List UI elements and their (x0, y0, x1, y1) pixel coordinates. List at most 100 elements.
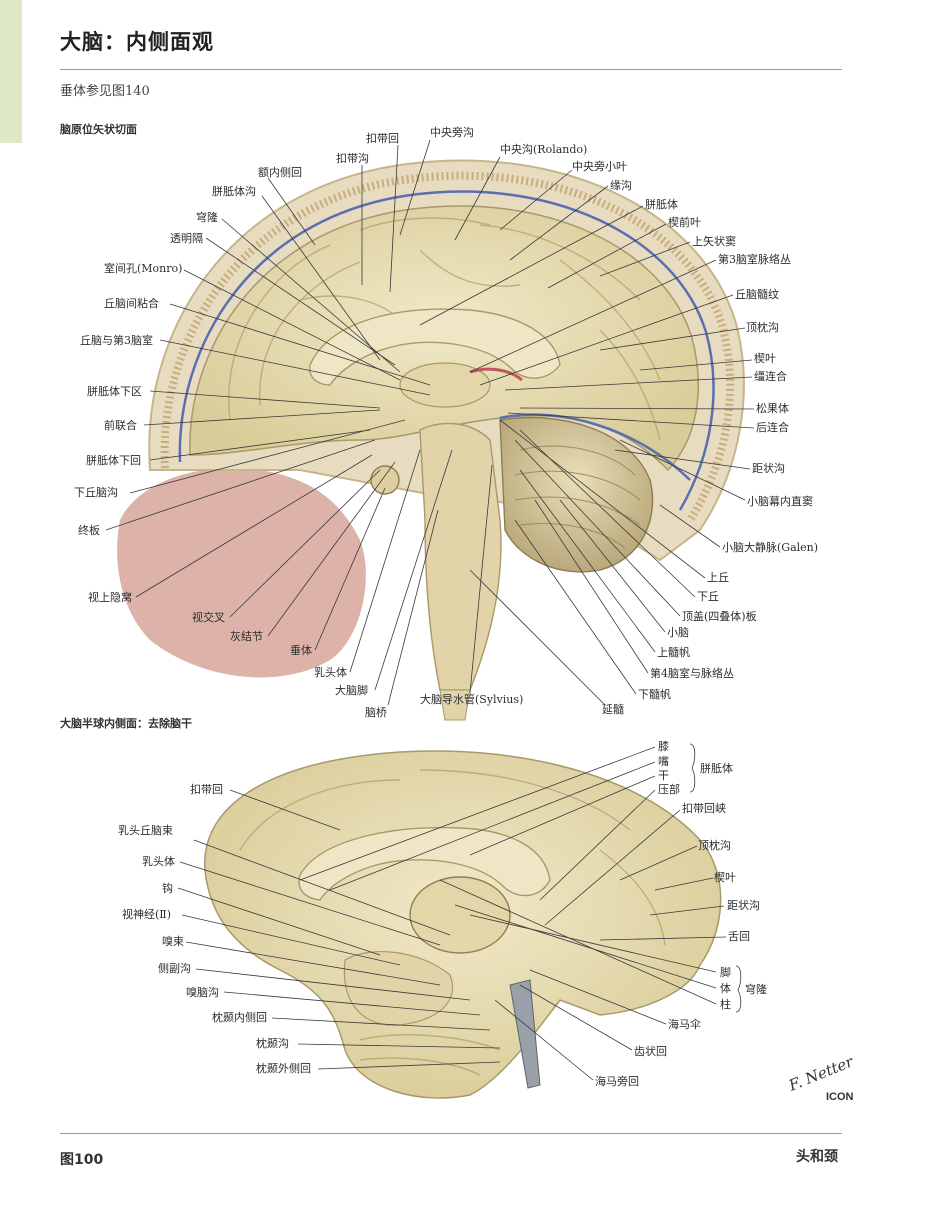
label-column: 柱 (720, 997, 731, 1011)
accent-bar (0, 0, 22, 143)
bottom-labels-fornix: 脚 体 柱 穹隆 (720, 965, 767, 1011)
icon-logo: ICON (826, 1091, 854, 1103)
label-cerebellum: 小脑 (667, 626, 689, 639)
bottom-leader-lines (177, 746, 727, 1081)
label-cerebral-aqueduct: 大脑导水管(Sylvius) (420, 692, 523, 706)
label-b-calcarine-sulcus: 距状沟 (727, 898, 760, 912)
label-b-cingulate-gyrus: 扣带回 (190, 782, 223, 796)
thalamus (399, 362, 491, 408)
top-labels-left: 额内侧回 胼胝体沟 穹隆 透明隔 室间孔(Monro) 丘脑间粘合 丘脑与第3脑… (74, 165, 624, 719)
label-marginal-sulcus: 缘沟 (610, 179, 632, 192)
label-tectal-plate: 顶盖(四叠体)板 (682, 609, 757, 623)
label-cuneus: 楔叶 (754, 352, 776, 365)
probe (509, 979, 541, 1089)
section-name: 头和颈 (796, 1149, 838, 1165)
label-anterior-commissure: 前联合 (104, 418, 137, 432)
label-fornix: 穹隆 (196, 210, 218, 224)
gyri-pattern (228, 217, 661, 441)
page-title: 大脑：内侧面观 (60, 30, 214, 54)
label-mammillothalamic-tract: 乳头丘脑束 (118, 824, 173, 837)
corpus-callosum-bracket (689, 743, 696, 793)
label-optic-nerve: 视神经(Ⅱ) (122, 907, 171, 921)
corpus-callosum (309, 308, 561, 386)
top-sagittal-section (117, 159, 745, 721)
label-supraoptic-recess: 视上隐窝 (88, 590, 132, 604)
svg-text:F. Netter: F. Netter (785, 1052, 856, 1095)
label-callosal-sulcus: 胼胝体沟 (212, 184, 256, 198)
footer-rule (60, 1133, 842, 1134)
label-trunk: 干 (658, 769, 669, 782)
label-great-cerebral-vein: 小脑大静脉(Galen) (722, 540, 818, 554)
label-cerebral-peduncle: 大脑脚 (335, 683, 368, 697)
label-pons: 脑桥 (365, 706, 387, 719)
label-lingual-gyrus: 舌回 (728, 930, 750, 943)
label-splenium: 压部 (658, 782, 680, 796)
label-central-sulcus: 中央沟(Rolando) (500, 143, 587, 156)
label-b-mammillary-body: 乳头体 (142, 854, 175, 868)
label-olfactory-tract: 嗅束 (162, 934, 184, 948)
brainstem (419, 422, 502, 691)
label-occipitotemporal-sulcus: 枕颞沟 (256, 1036, 289, 1050)
label-optic-chiasm: 视交叉 (192, 610, 225, 624)
label-b-cuneus: 楔叶 (714, 871, 736, 884)
label-septum-pellucidum: 透明隔 (170, 232, 203, 245)
label-mammillary-body: 乳头体 (314, 665, 347, 679)
cerebellum-folia (514, 445, 641, 549)
label-superior-sagittal-sinus: 上矢状窦 (692, 234, 736, 248)
label-calcarine-sulcus: 距状沟 (752, 461, 785, 475)
top-labels-top: 扣带沟 扣带回 中央旁沟 中央沟(Rolando) 中央旁小叶 缘沟 (336, 125, 632, 192)
label-genu: 膝 (658, 740, 669, 753)
label-collateral-sulcus: 侧副沟 (158, 962, 191, 975)
label-habenular-commissure: 缰连合 (754, 369, 787, 383)
pituitary (370, 465, 400, 495)
bottom-corpus-callosum (298, 826, 551, 901)
label-inferior-colliculus: 下丘 (697, 590, 719, 603)
face-soft-tissue (117, 468, 366, 678)
title-rule (60, 69, 842, 70)
subtitle: 垂体参见图140 (60, 84, 150, 99)
label-rostrum: 嘴 (658, 755, 669, 768)
label-interventricular-foramen: 室间孔(Monro) (104, 261, 182, 275)
label-fimbria: 海马伞 (668, 1017, 701, 1031)
diencephalon-cut (409, 876, 511, 954)
top-labels-right: 胼胝体 楔前叶 上矢状窦 第3脑室脉络丛 丘脑髓纹 顶枕沟 楔叶 缰连合 松果体… (638, 197, 818, 701)
label-cingulate-gyrus: 扣带回 (366, 131, 399, 145)
bottom-labels-right: 扣带回峡 顶枕沟 楔叶 距状沟 舌回 海马伞 齿状回 海马旁回 (595, 801, 760, 1088)
top-figure-heading: 脑原位矢状切面 (60, 123, 137, 136)
label-paracentral-lobule: 中央旁小叶 (572, 159, 627, 173)
label-hypothalamic-sulcus: 下丘脑沟 (74, 486, 118, 499)
bottom-figure-heading: 大脑半球内侧面：去除脑干 (60, 717, 192, 730)
fornix-bracket (735, 965, 742, 1013)
label-posterior-commissure: 后连合 (756, 420, 789, 434)
top-leader-lines (105, 139, 755, 706)
label-tuber-cinereum: 灰结节 (230, 629, 263, 643)
label-corpus-callosum: 胼胝体 (645, 197, 678, 211)
label-parieto-occipital-sulcus: 顶枕沟 (746, 320, 779, 334)
label-lateral-occipitotemporal-gyrus: 枕颞外侧回 (256, 1061, 311, 1075)
spinal-cord (439, 689, 471, 721)
choroid-plexus-3rd (469, 367, 523, 382)
label-subcallosal-gyrus: 胼胝体下回 (86, 453, 141, 467)
label-rhinal-sulcus: 嗅脑沟 (186, 985, 219, 999)
temporal-pole (343, 950, 454, 1026)
label-interthalamic-adhesion: 丘脑间粘合 (104, 296, 159, 310)
label-pineal-body: 松果体 (756, 401, 789, 415)
label-corpus-callosum-group: 胼胝体 (700, 761, 733, 775)
label-straight-sinus: 小脑幕内直窦 (747, 494, 813, 508)
bottom-gyri (239, 769, 666, 1076)
netter-signature: F. Netter ICON (785, 1052, 856, 1103)
label-uncus: 钩 (162, 881, 173, 895)
label-thalamus-3rd-ventricle: 丘脑与第3脑室 (80, 333, 153, 347)
label-4th-ventricle-choroid: 第4脑室与脉络丛 (650, 666, 734, 680)
label-body: 体 (720, 981, 731, 995)
label-superior-medullary-velum: 上髓帆 (657, 645, 690, 659)
label-dentate-gyrus: 齿状回 (634, 1044, 667, 1058)
label-precuneus: 楔前叶 (668, 215, 701, 229)
label-cingulate-sulcus: 扣带沟 (336, 151, 369, 165)
label-choroid-plexus-3rd-ventricle: 第3脑室脉络丛 (718, 252, 791, 266)
tentorium (499, 413, 691, 481)
bottom-hemisphere (204, 750, 722, 1099)
label-inferior-medullary-velum: 下髓帆 (638, 687, 671, 701)
label-parahippocampal-gyrus: 海马旁回 (595, 1074, 639, 1088)
